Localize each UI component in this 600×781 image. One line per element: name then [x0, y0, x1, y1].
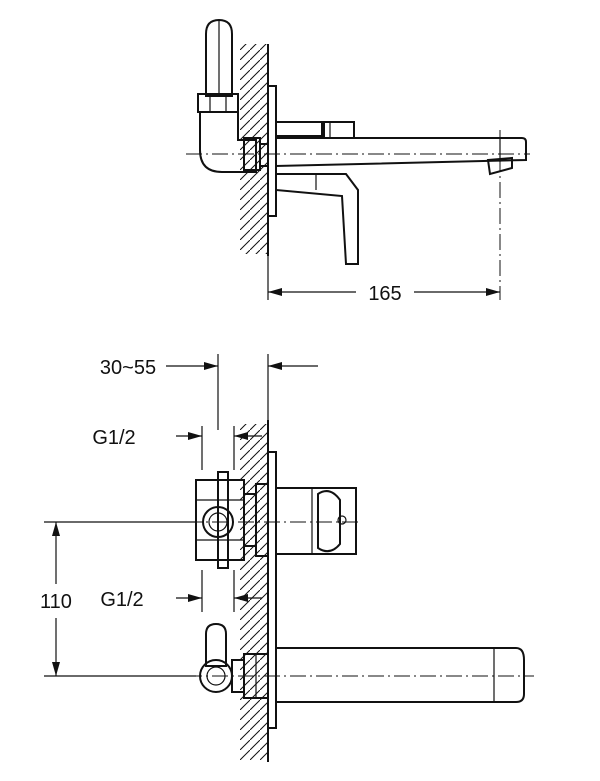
- dim-spout-projection: 165: [368, 283, 401, 305]
- dim-vertical-distance: 110: [40, 591, 72, 613]
- supply-pipe-top: [205, 18, 233, 97]
- side-view: 165: [186, 18, 530, 305]
- section-view: 30~55 G1/2 G1/2: [40, 354, 534, 762]
- cartridge-body: [275, 487, 357, 555]
- dim-upper-connection: G1/2: [92, 427, 135, 449]
- outlet-pipe: [205, 622, 227, 667]
- cover-plate-top: [267, 85, 277, 217]
- cover-plate-bottom: [267, 451, 277, 729]
- wall-section-bottom: [240, 424, 268, 760]
- lever-handle-top: [275, 173, 359, 265]
- set-screw: [337, 515, 347, 525]
- elbow-body-top: [199, 111, 257, 173]
- aerator-top: [486, 156, 513, 176]
- dim-wall-depth: 30~55: [100, 357, 156, 379]
- spout-front: [275, 647, 525, 703]
- valve-body-top: [275, 121, 325, 137]
- dim-lower-connection: G1/2: [100, 589, 143, 611]
